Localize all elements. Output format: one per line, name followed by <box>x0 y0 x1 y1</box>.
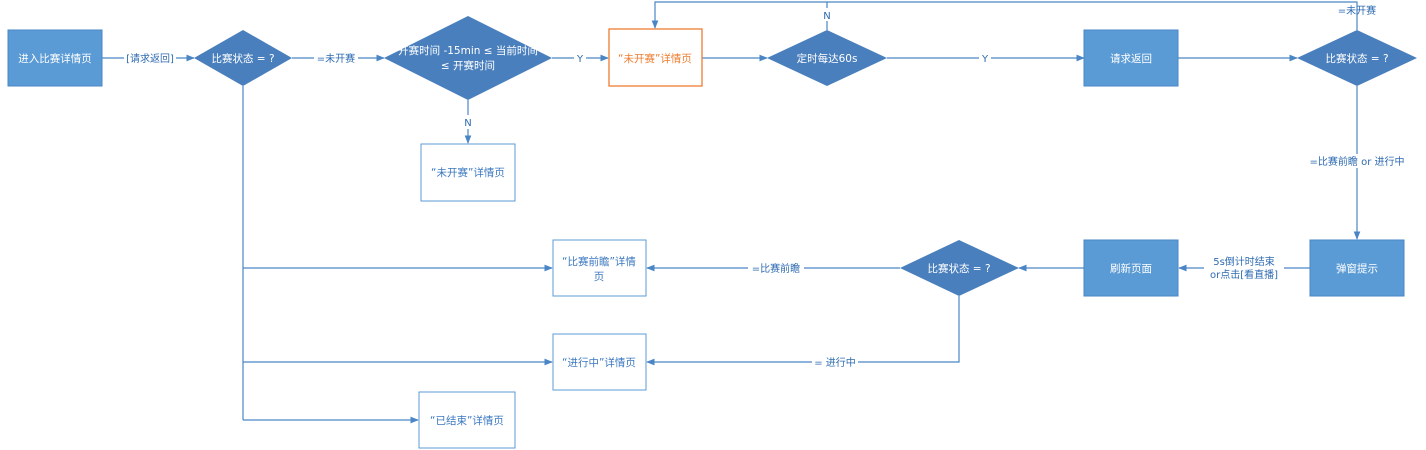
label-eq-not-started-1: =未开赛 <box>317 52 355 65</box>
node-not-started-detail-y-label: “未开赛”详情页 <box>618 52 692 65</box>
node-enter-match-detail[interactable] <box>7 29 103 87</box>
label-eq-pregame-or-live: =比赛前瞻 or 进行中 <box>1310 155 1405 168</box>
decision-timer-60s[interactable] <box>767 30 887 86</box>
node-enter-match-detail-label: 进入比赛详情页 <box>18 52 92 65</box>
node-pregame-detail[interactable] <box>552 239 647 297</box>
node-refresh-page[interactable] <box>1083 239 1179 297</box>
decision-match-status-2-label: 比赛状态 = ? <box>1325 52 1388 65</box>
edge-status3-to-inprogress <box>646 296 960 366</box>
edge-labels: [请求返回] =未开赛 Y N Y N =未开赛 =比赛前瞻 or 进行中 5s… <box>124 4 1406 369</box>
label-eq-in-progress: = 进行中 <box>814 356 856 369</box>
edge-status2-not-started-loop <box>827 1 1358 30</box>
label-eq-pregame: =比赛前瞻 <box>752 262 800 275</box>
node-not-started-detail-n[interactable] <box>420 143 516 202</box>
node-ended-detail[interactable] <box>418 391 516 449</box>
edge-timer-no-loop <box>651 1 828 30</box>
nodes: 进入比赛详情页 比赛状态 = ? 开赛时间 -15min ≤ 当前时间 ≤ 开赛… <box>7 16 1417 449</box>
node-request-return[interactable] <box>1083 29 1179 87</box>
node-popup-hint-label: 弹窗提示 <box>1336 262 1378 275</box>
decision-match-status-3-label: 比赛状态 = ? <box>927 262 990 275</box>
decision-match-status-1[interactable] <box>194 30 292 86</box>
decision-time-check-label-2: ≤ 开赛时间 <box>441 59 495 72</box>
decision-time-check-label-1: 开赛时间 -15min ≤ 当前时间 <box>398 44 538 57</box>
node-not-started-detail-y[interactable] <box>608 28 703 87</box>
node-request-return-label: 请求返回 <box>1110 52 1152 65</box>
node-in-progress-detail[interactable] <box>552 333 647 391</box>
label-yes-2: Y <box>981 54 989 65</box>
decision-match-status-1-label: 比赛状态 = ? <box>211 52 274 65</box>
node-pregame-detail-label-2: 页 <box>594 271 605 283</box>
label-countdown-2: or点击[看直播] <box>1210 268 1278 281</box>
decision-timer-60s-label: 定时每达60s <box>797 52 858 65</box>
node-ended-detail-label: “已结束”详情页 <box>430 414 504 427</box>
node-in-progress-detail-label: “进行中”详情页 <box>562 356 636 369</box>
label-request-return: [请求返回] <box>126 52 174 65</box>
node-popup-hint[interactable] <box>1309 239 1405 297</box>
node-pregame-detail-label-1: “比赛前瞻”详情 <box>562 255 636 268</box>
label-no-2: N <box>823 11 830 22</box>
decision-match-status-3[interactable] <box>900 240 1019 296</box>
label-yes-1: Y <box>576 54 584 65</box>
label-countdown-1: 5s倒计时结束 <box>1213 255 1275 268</box>
decision-match-status-2[interactable] <box>1297 30 1417 86</box>
node-refresh-page-label: 刷新页面 <box>1110 262 1152 275</box>
label-eq-not-started-2: =未开赛 <box>1338 4 1376 17</box>
node-not-started-detail-n-label: “未开赛”详情页 <box>431 166 505 179</box>
decision-time-check[interactable] <box>384 16 552 100</box>
label-no-1: N <box>464 118 471 129</box>
